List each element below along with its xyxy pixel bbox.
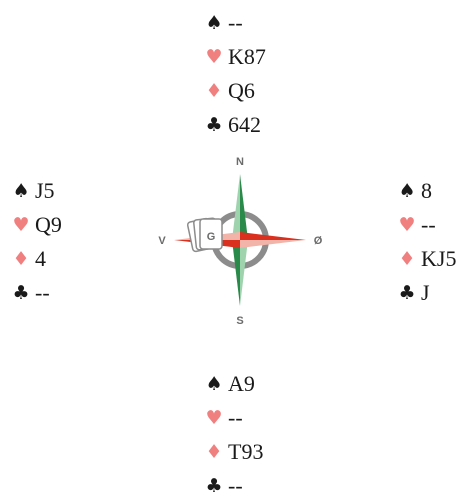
north-spades-cards: -- — [228, 10, 243, 35]
west-hand: ♠ J5 ♥ Q9 ♦ 4 ♣ -- — [10, 174, 62, 310]
compass-north-label: N — [236, 156, 244, 168]
north-clubs-row: ♣ 642 — [203, 108, 266, 142]
west-hearts-row: ♥ Q9 — [10, 208, 62, 242]
spade-icon: ♠ — [205, 372, 223, 395]
heart-icon: ♥ — [205, 406, 223, 429]
north-hand: ♠ -- ♥ K87 ♦ Q6 ♣ 642 — [203, 6, 266, 142]
west-clubs-cards: -- — [35, 280, 50, 305]
card-stack-icon: G — [186, 217, 223, 253]
east-clubs-row: ♣ J — [396, 276, 456, 310]
south-hearts-cards: -- — [228, 405, 243, 430]
west-hearts-cards: Q9 — [35, 212, 62, 237]
north-point-light — [232, 174, 240, 240]
diamond-icon: ♦ — [398, 247, 416, 270]
north-diamonds-cards: Q6 — [228, 78, 255, 103]
south-diamonds-cards: T93 — [228, 439, 264, 464]
north-clubs-cards: 642 — [228, 112, 261, 137]
east-diamonds-row: ♦ KJ5 — [396, 242, 456, 276]
north-hearts-row: ♥ K87 — [203, 40, 266, 74]
east-point-dark — [240, 232, 306, 240]
south-diamonds-row: ♦ T93 — [203, 435, 263, 469]
south-point-light — [240, 240, 248, 306]
compass-rose: G N S V Ø — [150, 150, 330, 330]
club-icon: ♣ — [205, 113, 223, 136]
heart-icon: ♥ — [398, 213, 416, 236]
north-spades-row: ♠ -- — [203, 6, 266, 40]
north-hearts-cards: K87 — [228, 44, 266, 69]
club-icon: ♣ — [205, 474, 223, 497]
compass-east-label: Ø — [314, 235, 323, 247]
card-letter: G — [207, 231, 216, 243]
west-diamonds-cards: 4 — [35, 246, 46, 271]
east-hearts-cards: -- — [421, 212, 436, 237]
spade-icon: ♠ — [12, 179, 30, 202]
west-clubs-row: ♣ -- — [10, 276, 62, 310]
diamond-icon: ♦ — [12, 247, 30, 270]
east-spades-row: ♠ 8 — [396, 174, 456, 208]
south-clubs-cards: -- — [228, 473, 243, 498]
south-hand: ♠ A9 ♥ -- ♦ T93 ♣ -- — [203, 367, 263, 503]
east-hearts-row: ♥ -- — [396, 208, 456, 242]
club-icon: ♣ — [12, 281, 30, 304]
east-diamonds-cards: KJ5 — [421, 246, 457, 271]
south-hearts-row: ♥ -- — [203, 401, 263, 435]
compass-rose-icon: G N S V Ø — [158, 156, 323, 327]
north-point-dark — [240, 174, 248, 240]
west-spades-row: ♠ J5 — [10, 174, 62, 208]
club-icon: ♣ — [398, 281, 416, 304]
west-spades-cards: J5 — [35, 178, 55, 203]
east-spades-cards: 8 — [421, 178, 432, 203]
heart-icon: ♥ — [12, 213, 30, 236]
heart-icon: ♥ — [205, 45, 223, 68]
west-diamonds-row: ♦ 4 — [10, 242, 62, 276]
east-hand: ♠ 8 ♥ -- ♦ KJ5 ♣ J — [396, 174, 456, 310]
south-spades-cards: A9 — [228, 371, 255, 396]
spade-icon: ♠ — [205, 11, 223, 34]
south-point-dark — [232, 240, 240, 306]
north-diamonds-row: ♦ Q6 — [203, 74, 266, 108]
diamond-icon: ♦ — [205, 79, 223, 102]
south-spades-row: ♠ A9 — [203, 367, 263, 401]
compass-west-label: V — [158, 235, 166, 247]
south-clubs-row: ♣ -- — [203, 469, 263, 503]
compass-south-label: S — [236, 315, 243, 327]
east-point-light — [240, 240, 306, 248]
spade-icon: ♠ — [398, 179, 416, 202]
diamond-icon: ♦ — [205, 440, 223, 463]
east-clubs-cards: J — [421, 280, 430, 305]
